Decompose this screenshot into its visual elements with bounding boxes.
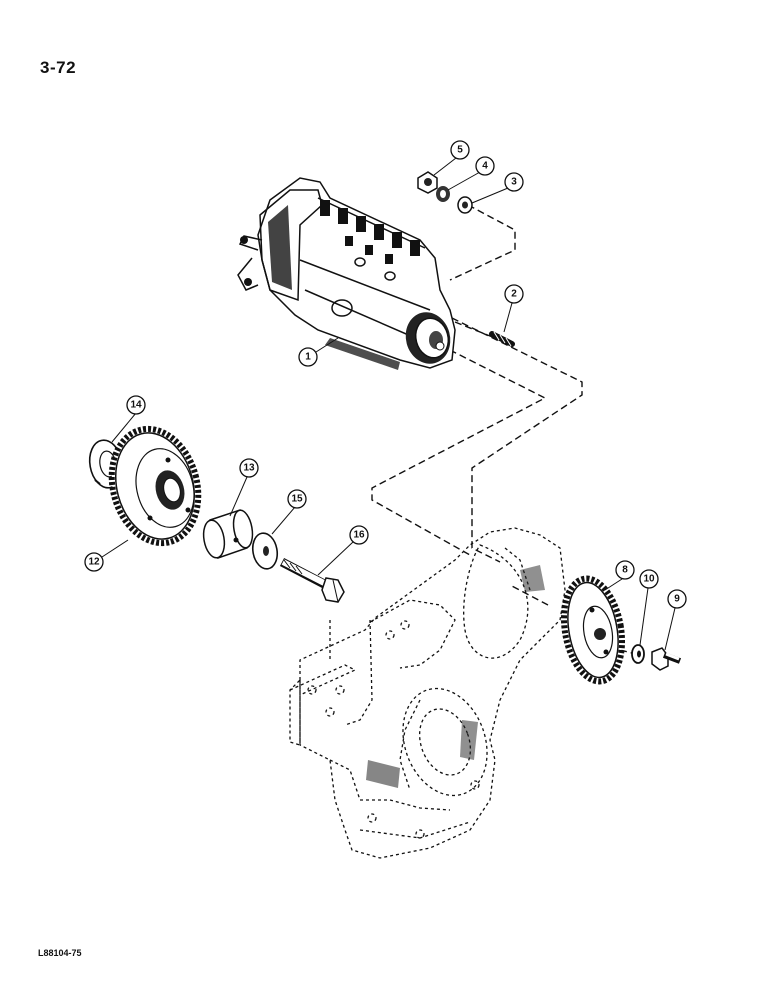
lock-washer xyxy=(436,186,450,202)
svg-text:2: 2 xyxy=(511,289,517,300)
callout-15: 15 xyxy=(271,489,307,535)
svg-text:1: 1 xyxy=(305,352,311,363)
callout-13: 13 xyxy=(229,458,259,517)
nut xyxy=(417,171,438,194)
callout-5: 5 xyxy=(433,140,470,176)
callout-16: 16 xyxy=(317,525,369,576)
pump-drive-flange xyxy=(405,312,451,364)
callout-1: 1 xyxy=(298,337,339,367)
svg-text:10: 10 xyxy=(643,574,655,585)
figure-code: L88104-75 xyxy=(38,948,82,958)
callout-10: 10 xyxy=(639,569,659,646)
callout-8: 8 xyxy=(604,560,635,591)
idler-gear xyxy=(108,425,202,547)
pump-drive-gear xyxy=(560,575,626,685)
svg-text:13: 13 xyxy=(243,463,255,474)
svg-text:3: 3 xyxy=(511,177,517,188)
delivery-valves xyxy=(320,200,420,264)
page-number: 3-72 xyxy=(40,58,77,77)
timing-gear-housing xyxy=(289,527,566,859)
bolt xyxy=(279,558,345,603)
fuel-injection-pump xyxy=(237,177,456,370)
svg-text:12: 12 xyxy=(88,557,100,568)
callout-2: 2 xyxy=(503,284,524,333)
bushing xyxy=(202,509,254,559)
svg-text:5: 5 xyxy=(457,145,463,156)
stud xyxy=(489,331,515,347)
washer xyxy=(251,532,279,570)
svg-text:16: 16 xyxy=(353,530,365,541)
callout-9: 9 xyxy=(664,589,687,651)
svg-text:14: 14 xyxy=(130,400,142,411)
svg-text:9: 9 xyxy=(674,594,680,605)
svg-text:8: 8 xyxy=(622,565,628,576)
washer xyxy=(457,196,473,214)
svg-text:15: 15 xyxy=(291,494,303,505)
callout-14: 14 xyxy=(111,395,146,443)
callout-4: 4 xyxy=(447,156,495,191)
callout-3: 3 xyxy=(471,172,524,204)
callout-12: 12 xyxy=(84,539,129,572)
bolt xyxy=(651,647,682,671)
svg-text:4: 4 xyxy=(482,161,488,172)
washer xyxy=(631,644,645,664)
